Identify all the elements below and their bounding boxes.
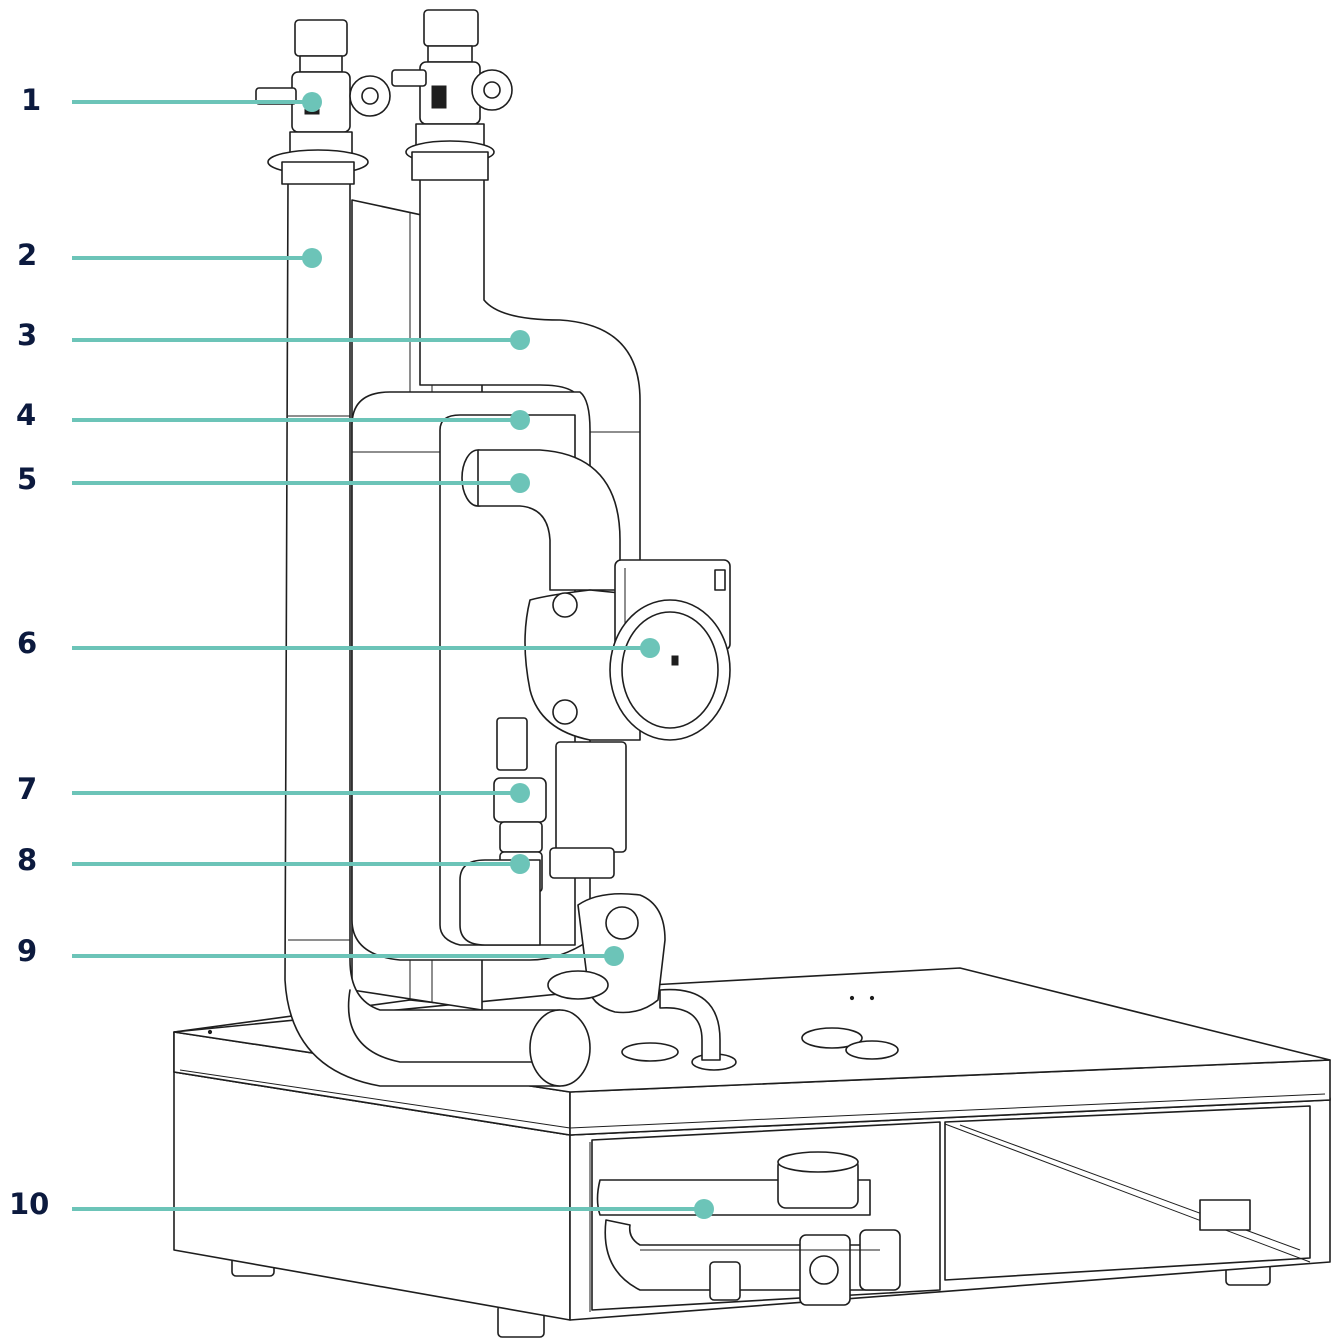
callout-number-5: 5 (17, 462, 38, 496)
isolation-valves (255, 9, 513, 185)
callout-dot-9 (604, 946, 624, 966)
callout-dot-2 (302, 248, 322, 268)
callout-number-9: 9 (17, 934, 38, 968)
callout-number-8: 8 (17, 843, 38, 877)
callout-number-6: 6 (17, 626, 38, 660)
callout-number-3: 3 (17, 318, 38, 352)
callout-dot-7 (510, 783, 530, 803)
lower-pipe-assembly (596, 1151, 901, 1306)
left-vertical-pipe (284, 179, 591, 1087)
callout-number-7: 7 (17, 772, 38, 806)
callout-dot-1 (302, 92, 322, 112)
callout-dot-10 (694, 1199, 714, 1219)
callout-number-10: 10 (9, 1187, 50, 1221)
callout-number-1: 1 (21, 83, 42, 117)
callout-dot-5 (510, 473, 530, 493)
callout-dot-8 (510, 854, 530, 874)
callout-number-2: 2 (17, 238, 38, 272)
callout-dot-4 (510, 410, 530, 430)
circulator-pump (524, 559, 731, 741)
callout-number-4: 4 (16, 398, 37, 432)
callout-dot-3 (510, 330, 530, 350)
callout-dot-6 (640, 638, 660, 658)
sensor-assembly (459, 717, 627, 946)
callout-leaders (72, 92, 714, 1219)
